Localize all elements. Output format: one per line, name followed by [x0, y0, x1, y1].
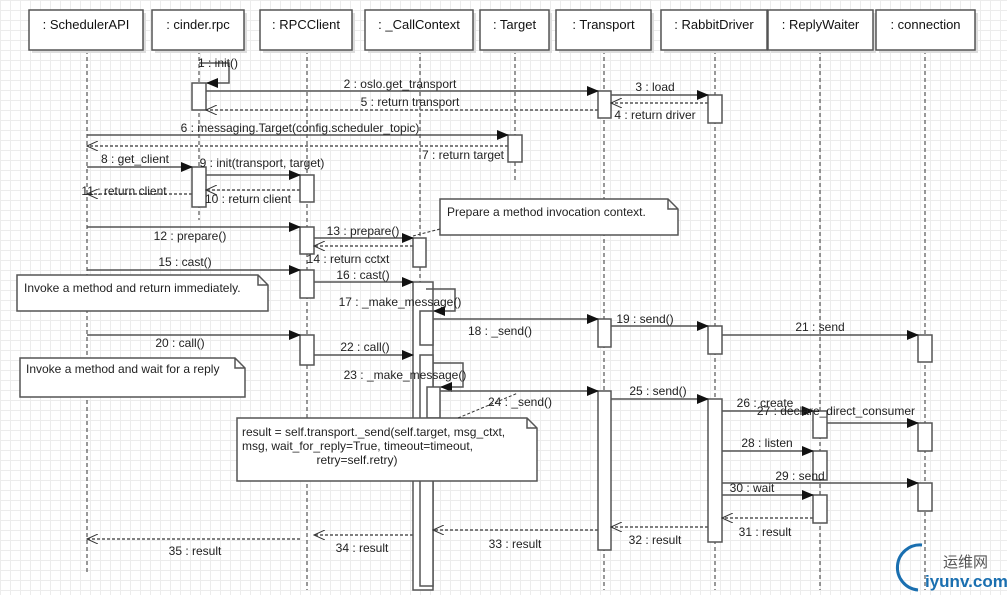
activation-bar	[299, 334, 315, 366]
message-label: 35 : result	[169, 544, 222, 558]
message-label: 10 : return client	[205, 192, 292, 206]
participant-label-rabbit-driver: : RabbitDriver	[674, 17, 754, 32]
activation-bar	[507, 134, 523, 163]
note-call	[19, 357, 246, 398]
self-message-arrow	[426, 288, 456, 316]
message-label: 7 : return target	[422, 148, 505, 162]
message-label: 33 : result	[489, 537, 542, 551]
activation-bar	[597, 90, 612, 119]
participant-label-call-context: : _CallContext	[378, 17, 460, 32]
message-label: 28 : listen	[741, 436, 792, 450]
message-label: 34 : result	[336, 541, 389, 555]
message-label: 23 : _make_message()	[344, 368, 467, 382]
activation-bar	[812, 494, 828, 524]
message-label: 4 : return driver	[614, 108, 695, 122]
self-message-arrow	[433, 362, 464, 392]
message-label: 13 : prepare()	[327, 224, 400, 238]
activation-bar	[707, 94, 723, 124]
message-label: 29 : send	[775, 469, 824, 483]
note-cast-text: Invoke a method and return immediately.	[24, 281, 241, 295]
note-connector	[457, 392, 519, 419]
note-connector	[412, 228, 441, 237]
note-code	[236, 417, 538, 482]
watermark-logo-icon	[895, 543, 923, 592]
message-label: 20 : call()	[155, 336, 204, 350]
activation-bar	[707, 398, 723, 543]
message-label: 14 : return cctxt	[307, 252, 390, 266]
note-prepare-text: Prepare a method invocation context.	[447, 205, 646, 219]
message-label: 19 : send()	[616, 312, 673, 326]
message-label: 30 : wait	[730, 481, 775, 495]
participant-label-transport: : Transport	[572, 17, 635, 32]
participant-label-rpc-client: : RPCClient	[272, 17, 340, 32]
activation-bar	[191, 82, 207, 111]
participant-label-reply-waiter: : ReplyWaiter	[782, 17, 860, 32]
message-label: 22 : call()	[340, 340, 389, 354]
activation-bar	[191, 166, 207, 208]
participant-box-call-context	[364, 9, 474, 51]
message-label: 31 : result	[739, 525, 792, 539]
watermark-url: iyunv.com	[925, 572, 1007, 591]
activation-bar	[299, 174, 315, 203]
message-label: 9 : init(transport, target)	[200, 156, 325, 170]
activation-bar	[299, 226, 315, 255]
participant-label-connection: : connection	[890, 17, 960, 32]
participant-label-target: : Target	[493, 17, 537, 32]
activation-bar	[412, 237, 427, 268]
note-code-line: msg, wait_for_reply=True, timeout=timeou…	[242, 439, 473, 453]
participant-label-scheduler-api: : SchedulerAPI	[43, 17, 130, 32]
self-message-arrow	[199, 62, 230, 88]
message-label: 24 : _send()	[488, 395, 552, 409]
participant-box-connection	[875, 9, 976, 51]
activation-bar	[597, 390, 612, 551]
message-label: 8 : get_client	[101, 152, 170, 166]
participant-box-scheduler-api	[28, 9, 144, 51]
message-label: 15 : cast()	[158, 255, 211, 269]
participant-label-cinder-rpc: : cinder.rpc	[166, 17, 230, 32]
participant-box-target	[479, 9, 550, 51]
message-label: 6 : messaging.Target(config.scheduler_to…	[181, 121, 420, 135]
message-label: 25 : send()	[629, 384, 686, 398]
note-code-line: result = self.transport._send(self.targe…	[242, 425, 505, 439]
message-label: 2 : oslo.get_transport	[344, 77, 457, 91]
message-label: 16 : cast()	[336, 268, 389, 282]
message-label: 17 : _make_message()	[339, 295, 462, 309]
participant-box-rpc-client	[259, 9, 353, 51]
message-label: 32 : result	[629, 533, 682, 547]
message-label: 18 : _send()	[468, 324, 532, 338]
activation-bar	[419, 310, 434, 346]
note-call-text: Invoke a method and wait for a reply	[26, 362, 219, 376]
activation-bar	[299, 269, 315, 299]
watermark-text: 运维网	[943, 554, 988, 571]
message-label: 1 : init()	[198, 56, 238, 70]
message-label: 3 : load	[635, 80, 674, 94]
message-label: 5 : return transport	[361, 95, 460, 109]
message-label: 11 : return client	[81, 184, 167, 198]
message-label: 12 : prepare()	[154, 229, 227, 243]
note-cast	[16, 274, 269, 312]
activation-bar	[426, 386, 441, 419]
activation-bar	[917, 334, 933, 363]
participant-box-cinder-rpc	[151, 9, 245, 51]
activation-bar	[917, 482, 933, 512]
message-label: 27 : declare_direct_consumer	[757, 404, 915, 418]
participant-box-rabbit-driver	[660, 9, 768, 51]
message-label: 21 : send	[795, 320, 844, 334]
activation-bar	[707, 325, 723, 355]
participant-box-transport	[555, 9, 652, 51]
activation-bar	[812, 450, 828, 481]
note-code-line: retry=self.retry)	[316, 453, 397, 467]
activation-bar	[597, 318, 612, 348]
activation-bar	[917, 422, 933, 452]
participant-box-reply-waiter	[767, 9, 874, 51]
message-label: 26 : create	[737, 396, 794, 410]
activation-bar	[812, 410, 828, 439]
